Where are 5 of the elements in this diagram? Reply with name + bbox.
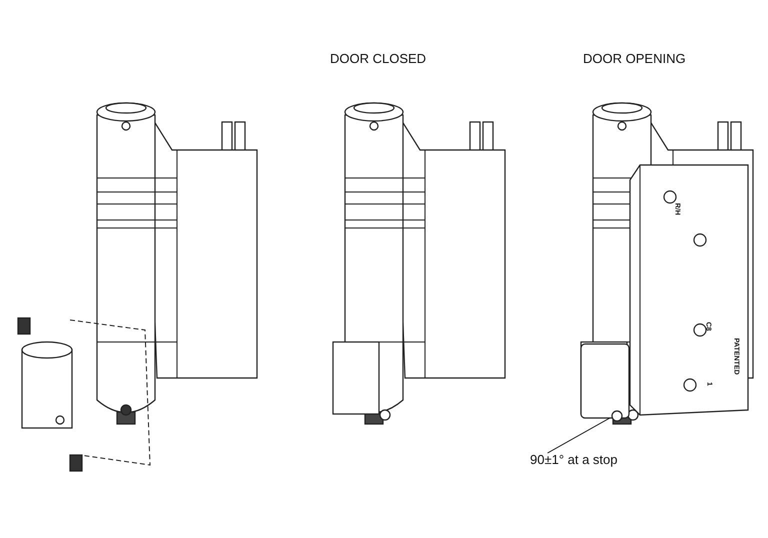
view-heading: DOOR CLOSED [330,52,426,66]
hinge-knuckle [580,343,630,419]
view-heading: DOOR OPENING [583,52,686,66]
leader-line [547,418,610,454]
angle-note: 90±1° at a stop [530,453,618,468]
